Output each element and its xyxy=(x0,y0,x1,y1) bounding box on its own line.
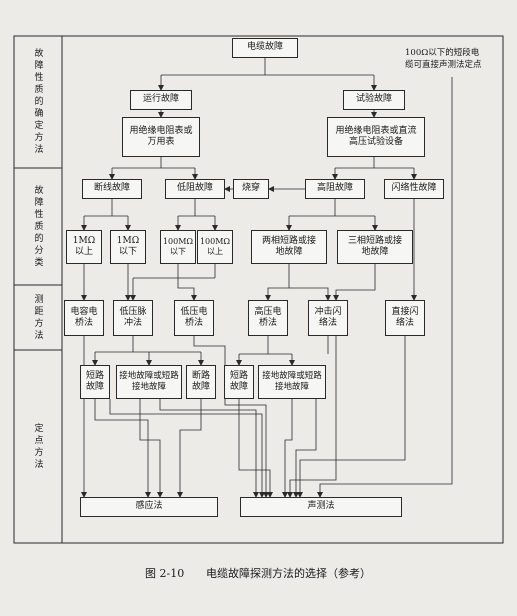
node-lv-bridge: 低压电桥法 xyxy=(174,300,214,336)
connector-60 xyxy=(317,77,453,498)
connector-50 xyxy=(139,399,163,498)
sidebar-classification-label: 故障性质的分类 xyxy=(32,184,43,269)
node-burn: 烧穿 xyxy=(233,179,269,199)
node-open-fault-b: 断路故障 xyxy=(186,365,216,399)
sidebar-ranging-label: 测距方法 xyxy=(32,293,43,342)
figure-number: 图 2-10 xyxy=(145,567,185,580)
node-acoustic-method: 声测法 xyxy=(240,497,402,517)
connector-54 xyxy=(238,399,273,498)
node-lv-pulse: 低压脉冲法 xyxy=(113,300,153,336)
connector-56 xyxy=(293,399,317,498)
node-ground-fault-b: 接地故障或短路接地故障 xyxy=(258,365,326,399)
node-r-100m-up: 100MΩ以上 xyxy=(197,230,233,264)
node-three-phase: 三相短路或接地故障 xyxy=(337,230,413,264)
node-r-100m-down: 100MΩ以下 xyxy=(160,230,196,264)
node-cap-bridge: 电容电桥法 xyxy=(64,300,104,336)
node-cable-fault: 电缆故障 xyxy=(232,38,298,58)
connector-30 xyxy=(177,264,197,301)
node-two-phase: 两相短路或接地故障 xyxy=(251,230,327,264)
node-insulation-megger: 用绝缘电阻表或万用表 xyxy=(122,117,200,157)
node-r-1m-up: 1MΩ以上 xyxy=(66,230,102,264)
connector-34 xyxy=(265,264,290,301)
connector-57 xyxy=(193,336,269,498)
node-high-res-fault: 高阻故障 xyxy=(305,179,365,199)
connector-51 xyxy=(177,399,202,498)
node-flashover-fault: 闪络性故障 xyxy=(384,179,444,199)
node-operation-fault: 运行故障 xyxy=(130,90,192,110)
short-cable-note-line2: 缆可直接声测法定点 xyxy=(405,60,482,71)
sidebar-pinpoint-label: 定点方法 xyxy=(32,422,43,471)
outer-frame xyxy=(13,35,504,544)
node-short-fault-a: 短路故障 xyxy=(80,365,110,399)
connector-52 xyxy=(159,399,259,498)
connector-35 xyxy=(289,287,331,301)
node-test-fault: 试验故障 xyxy=(343,90,405,110)
connector-36 xyxy=(333,264,376,301)
node-hv-bridge: 高压电桥法 xyxy=(248,300,288,336)
node-short-fault-b: 短路故障 xyxy=(224,365,254,399)
node-open-fault: 断线故障 xyxy=(82,179,142,199)
node-insulation-hv: 用绝缘电阻表或直流高压试验设备 xyxy=(327,117,425,157)
sidebar-method-label: 故障性质的确定方法 xyxy=(32,48,43,156)
connector-55 xyxy=(282,399,293,498)
short-cable-note: 100Ω以下的短段电 缆可直接声测法定点 xyxy=(405,47,501,72)
connector-59 xyxy=(287,336,337,498)
connector-53 xyxy=(109,399,265,498)
short-cable-note-line1: 100Ω以下的短段电 xyxy=(405,48,480,58)
node-ground-fault-a: 接地故障或短路接地故障 xyxy=(116,365,182,399)
connector-58 xyxy=(297,336,406,498)
node-impulse-flash: 冲击闪络法 xyxy=(308,300,348,336)
node-induction-method: 感应法 xyxy=(80,497,218,517)
node-direct-flash: 直接闪络法 xyxy=(385,300,425,336)
connector-49 xyxy=(94,399,151,498)
node-r-1m-down: 1MΩ以下 xyxy=(110,230,146,264)
node-low-res-fault: 低阻故障 xyxy=(165,179,225,199)
figure-title: 电缆故障探测方法的选择（参考） xyxy=(206,567,371,580)
